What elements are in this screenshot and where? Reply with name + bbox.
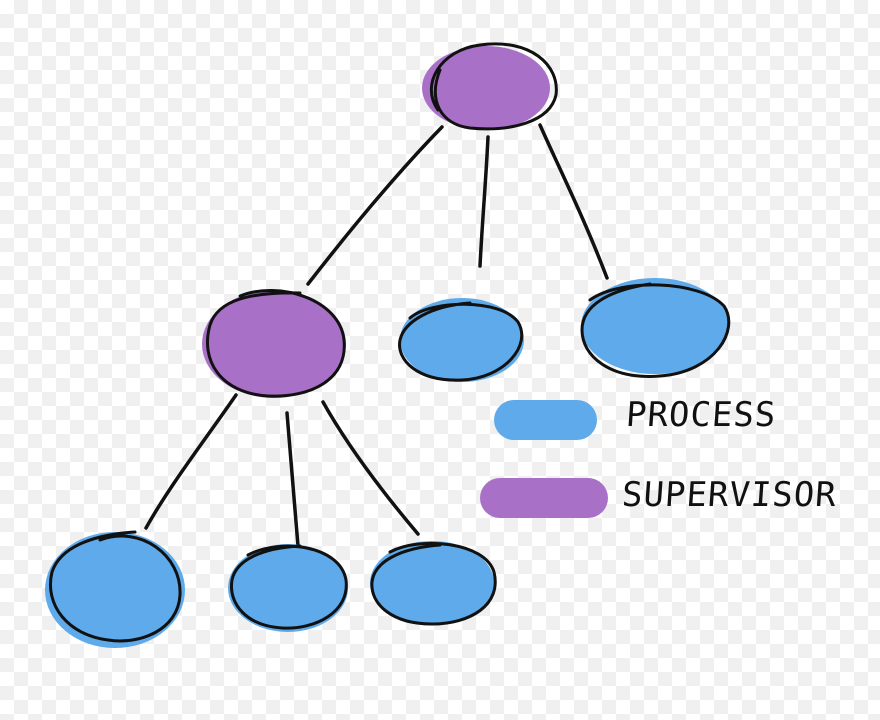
node-root xyxy=(422,42,558,131)
node-process-3 xyxy=(45,530,185,648)
node-supervisor xyxy=(202,288,346,398)
legend-label-supervisor: SUPERVISOR xyxy=(620,475,839,515)
node-process-5 xyxy=(370,541,497,626)
edge-root-to-process-2 xyxy=(538,123,609,280)
node-process-4 xyxy=(228,544,348,632)
legend-label-process: PROCESS xyxy=(624,395,778,435)
node-process-2 xyxy=(580,278,731,378)
edge-supervisor-to-process-3 xyxy=(144,393,238,530)
edge-root-to-process-1 xyxy=(478,135,490,268)
node-process-1 xyxy=(398,298,524,382)
legend-swatch-process xyxy=(494,400,597,440)
edge-supervisor-to-process-5 xyxy=(321,400,420,536)
edge-supervisor-to-process-4 xyxy=(285,411,300,548)
edge-root-to-supervisor xyxy=(306,125,444,286)
legend xyxy=(480,400,608,518)
legend-swatch-supervisor xyxy=(480,478,608,518)
